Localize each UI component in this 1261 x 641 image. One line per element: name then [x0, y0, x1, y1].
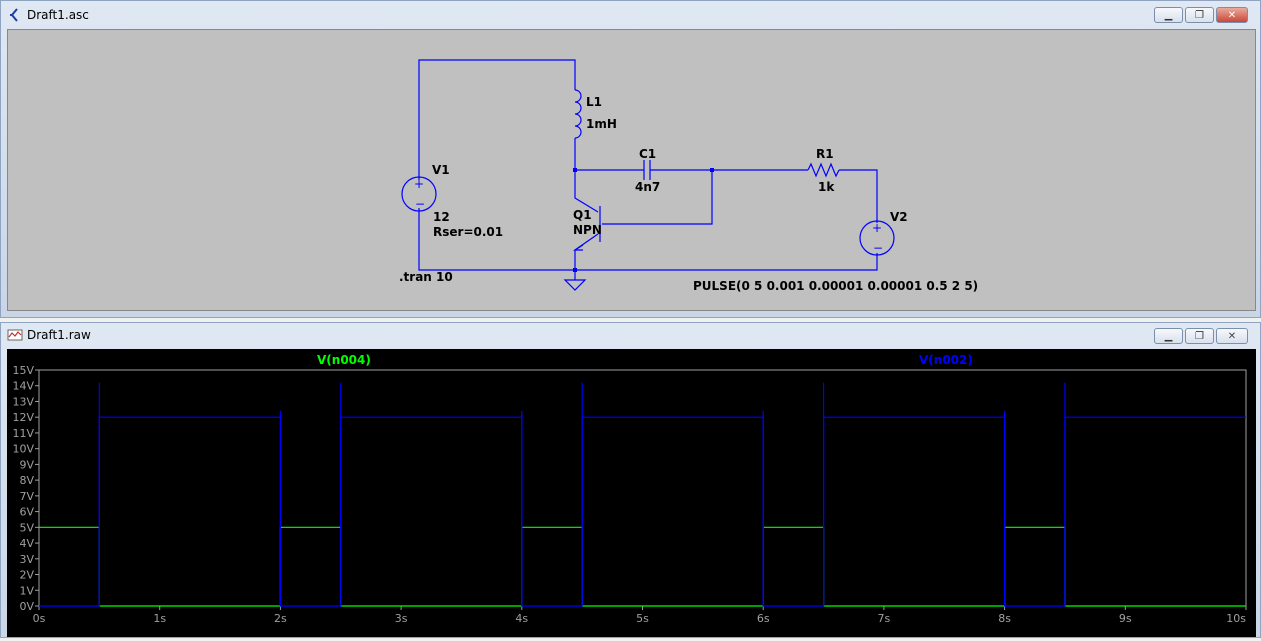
schematic-drawing: + − + − V1 12 Rser=0.01 L1 1mH C1 4n7 R1	[399, 59, 978, 293]
y-tick-label: 2V	[19, 569, 34, 582]
v1-source-symbol	[401, 176, 437, 212]
minimize-icon: ▁	[1164, 9, 1173, 21]
waveform-icon	[7, 329, 23, 341]
ground-symbol	[563, 270, 587, 291]
waveform-titlebar[interactable]: Draft1.raw ▁ ❐ ✕	[1, 323, 1260, 351]
restore-icon: ❐	[1195, 9, 1204, 21]
schematic-canvas[interactable]: + − + − V1 12 Rser=0.01 L1 1mH C1 4n7 R1	[7, 29, 1256, 311]
r1-value: 1k	[818, 180, 835, 194]
x-tick-label: 3s	[395, 612, 408, 625]
y-tick-label: 1V	[19, 584, 34, 597]
y-axis: 0V 1V 2V 3V 4V 5V 6V 7V 8V 9V 10V 11V 12V 13V 14V 15V	[12, 364, 39, 613]
l1-value: 1mH	[586, 117, 617, 131]
y-tick-label: 10V	[12, 443, 34, 456]
x-axis: 0s 1s 2s 3s 4s 5s 6s 7s 8s 9s 10s	[33, 606, 1247, 625]
junction-dot	[573, 268, 577, 272]
y-tick-label: 9V	[19, 458, 34, 471]
x-tick-label: 8s	[998, 612, 1011, 625]
close-icon: ✕	[1227, 330, 1237, 342]
q1-type: NPN	[573, 223, 602, 237]
plus-icon: +	[414, 177, 424, 191]
plot-pane[interactable]: V(n004) V(n002) 0V 1V 2V 3V 4V 5V 6V 7V 8V 9V 10V 1…	[7, 349, 1256, 637]
schematic-title: Draft1.asc	[27, 8, 89, 22]
npn-emitter	[574, 233, 599, 270]
capacitor-symbol	[643, 160, 651, 180]
wire	[839, 169, 878, 223]
q1-label: Q1	[573, 208, 592, 222]
legend-v-n004[interactable]: V(n004)	[317, 353, 371, 367]
wire	[575, 253, 878, 271]
y-tick-label: 6V	[19, 506, 34, 519]
x-tick-label: 6s	[757, 612, 770, 625]
resistor-symbol	[807, 162, 840, 178]
y-tick-label: 11V	[12, 427, 34, 440]
v1-label: V1	[432, 163, 450, 177]
minimize-button[interactable]: ▁	[1154, 7, 1183, 23]
v2-source-symbol	[859, 220, 895, 256]
waveform-plot: V(n004) V(n002) 0V 1V 2V 3V 4V 5V 6V 7V 8V 9V 10V 1…	[12, 353, 1247, 625]
minimize-icon: ▁	[1164, 330, 1173, 342]
x-tick-label: 1s	[153, 612, 166, 625]
ltspice-icon	[10, 8, 18, 22]
x-tick-label: 5s	[636, 612, 649, 625]
y-tick-label: 3V	[19, 553, 34, 566]
plus-icon: +	[872, 221, 882, 235]
y-tick-label: 14V	[12, 380, 34, 393]
v1-value: 12	[433, 210, 450, 224]
v2-value: PULSE(0 5 0.001 0.00001 0.00001 0.5 2 5)	[693, 279, 978, 293]
wire	[602, 170, 713, 225]
y-tick-label: 5V	[19, 521, 34, 534]
schematic-titlebar[interactable]: Draft1.asc ▁ ❐ ✕	[1, 1, 1260, 29]
y-tick-label: 13V	[12, 395, 34, 408]
y-tick-label: 7V	[19, 490, 34, 503]
tran-directive[interactable]: .tran 10	[399, 270, 453, 284]
maximize-button[interactable]: ❐	[1185, 328, 1214, 344]
minimize-button[interactable]: ▁	[1154, 328, 1183, 344]
y-tick-label: 15V	[12, 364, 34, 377]
y-tick-label: 0V	[19, 600, 34, 613]
x-tick-label: 10s	[1226, 612, 1246, 625]
wire	[418, 208, 575, 271]
waveform-window: Draft1.raw ▁ ❐ ✕ V(n004) V(n002) 0V 1V 2V 3…	[0, 322, 1261, 638]
traces	[39, 382, 1246, 607]
x-tick-label: 9s	[1119, 612, 1132, 625]
close-button[interactable]: ✕	[1216, 7, 1248, 23]
r1-label: R1	[816, 147, 834, 161]
x-tick-label: 0s	[33, 612, 46, 625]
npn-arrow	[572, 244, 584, 251]
close-button[interactable]: ✕	[1216, 328, 1248, 344]
x-tick-label: 7s	[878, 612, 891, 625]
restore-icon: ❐	[1195, 330, 1204, 342]
minus-icon: −	[415, 197, 425, 211]
v2-label: V2	[890, 210, 908, 224]
c1-value: 4n7	[635, 180, 660, 194]
x-tick-label: 4s	[515, 612, 528, 625]
y-tick-label: 8V	[19, 474, 34, 487]
inductor-symbol	[574, 89, 582, 139]
x-tick-label: 2s	[274, 612, 287, 625]
wire	[418, 59, 576, 180]
wire	[574, 170, 599, 213]
schematic-window: Draft1.asc ▁ ❐ ✕	[0, 0, 1261, 318]
maximize-button[interactable]: ❐	[1185, 7, 1214, 23]
l1-label: L1	[586, 95, 602, 109]
close-icon: ✕	[1227, 9, 1237, 21]
y-tick-label: 4V	[19, 537, 34, 550]
minus-icon: −	[873, 241, 883, 255]
junction-dot	[573, 168, 577, 172]
junction-dot	[710, 168, 714, 172]
legend-v-n002[interactable]: V(n002)	[919, 353, 973, 367]
c1-label: C1	[639, 147, 656, 161]
v1-rser: Rser=0.01	[433, 225, 503, 239]
waveform-title: Draft1.raw	[27, 328, 91, 342]
y-tick-label: 12V	[12, 411, 34, 424]
